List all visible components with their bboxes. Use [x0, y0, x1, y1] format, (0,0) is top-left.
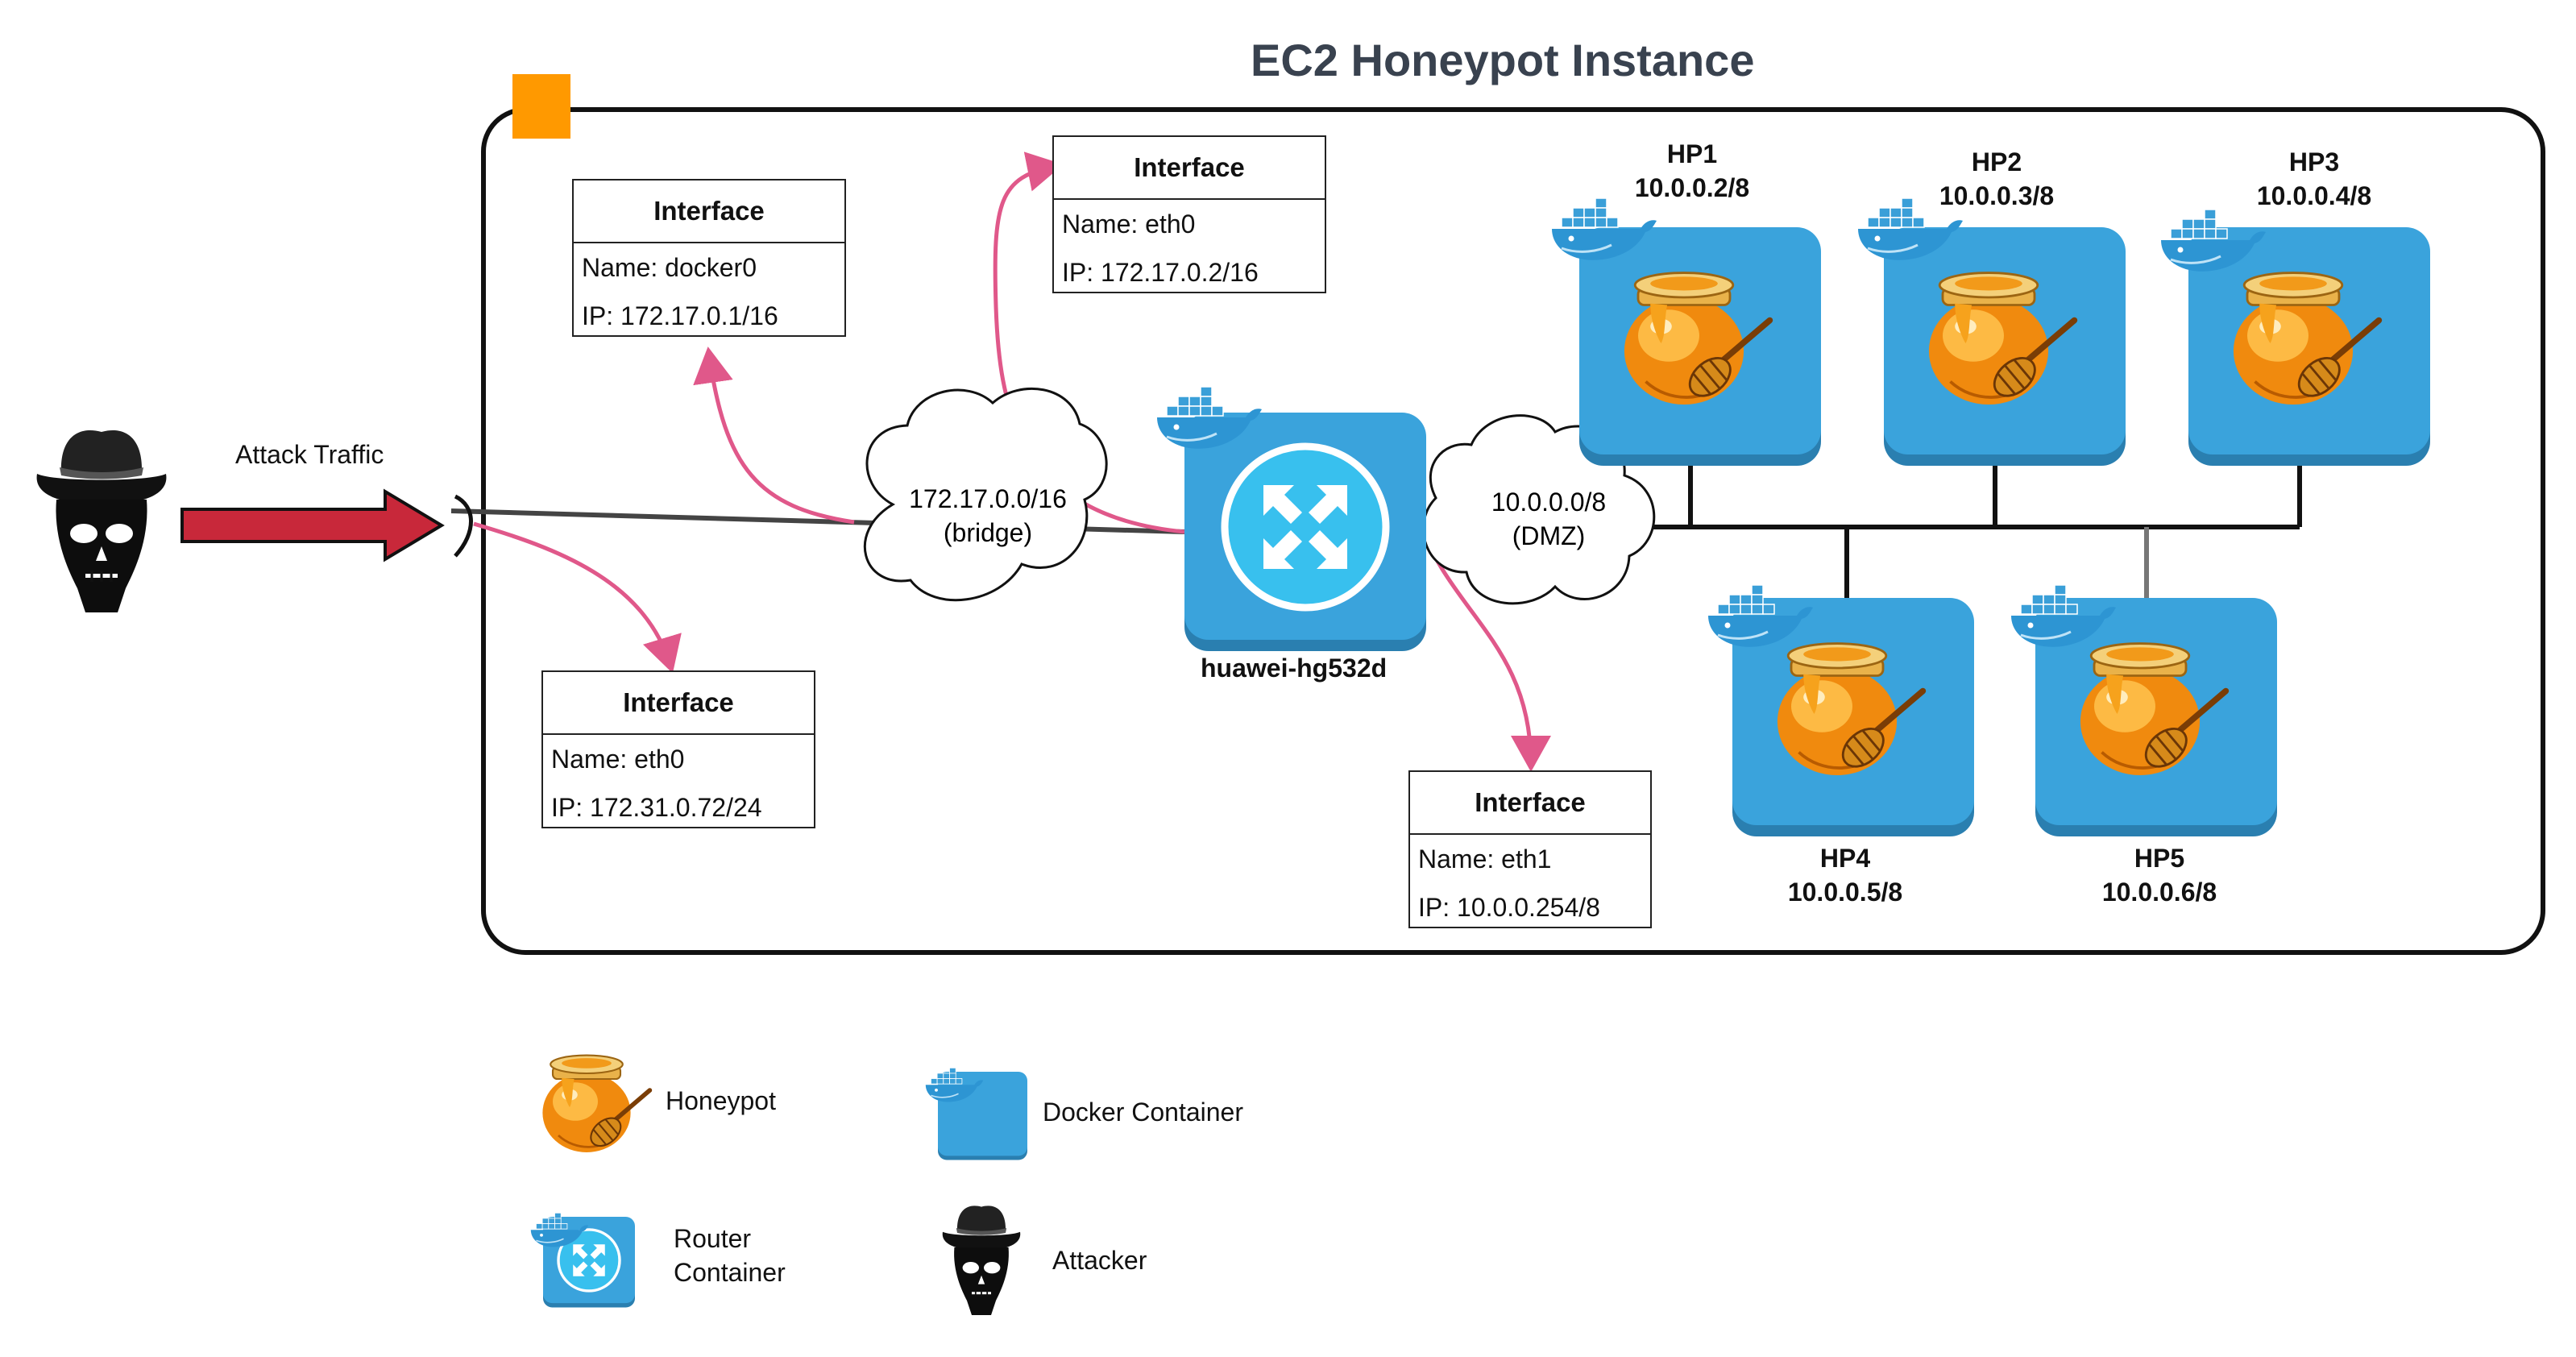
interface-host-eth0-box: Interface Name: eth0 IP: 172.31.0.72/24 — [541, 670, 815, 828]
interface-ip: IP: 10.0.0.254/8 — [1418, 893, 1600, 922]
diagram-title: EC2 Honeypot Instance — [1251, 35, 1755, 85]
hp2-name: HP2 — [1971, 147, 2022, 176]
legend-honeypot-label: Honeypot — [666, 1086, 776, 1115]
hp4-label: HP4 10.0.0.5/8 — [1773, 841, 1918, 909]
hp1-label: HP1 10.0.0.2/8 — [1620, 137, 1765, 205]
interface-header: Interface — [1410, 772, 1650, 835]
interface-router-eth1-box: Interface Name: eth1 IP: 10.0.0.254/8 — [1408, 770, 1652, 928]
hp4-ip: 10.0.0.5/8 — [1787, 878, 1903, 907]
hp3-name: HP3 — [2288, 147, 2340, 176]
interface-ip: IP: 172.31.0.72/24 — [551, 793, 762, 822]
hp2-ip: 10.0.0.3/8 — [1939, 181, 2055, 210]
interface-name: Name: eth1 — [1418, 844, 1552, 874]
legend-attacker-icon — [941, 1205, 1022, 1316]
attacker-icon — [35, 429, 168, 614]
hp1-container — [1579, 227, 1821, 466]
hp3-ip: 10.0.0.4/8 — [2256, 181, 2372, 210]
legend-honeypot-icon — [542, 1056, 649, 1152]
legend-router-line1: Router — [674, 1224, 752, 1253]
hp3-label: HP3 10.0.0.4/8 — [2242, 145, 2387, 213]
instance-marker-icon — [512, 74, 570, 139]
interface-docker0-box: Interface Name: docker0 IP: 172.17.0.1/1… — [572, 179, 846, 337]
hp4-name: HP4 — [1819, 844, 1871, 873]
interface-header: Interface — [574, 181, 844, 243]
hp5-ip: 10.0.0.6/8 — [2101, 878, 2217, 907]
legend-router-line2: Container — [674, 1258, 786, 1287]
router-icon — [1221, 442, 1390, 612]
interface-name: Name: eth0 — [551, 745, 685, 774]
hp5-label: HP5 10.0.0.6/8 — [2087, 841, 2232, 909]
legend-router-container-icon — [543, 1217, 635, 1308]
legend-docker-container-label: Docker Container — [1043, 1098, 1243, 1127]
hp1-ip: 10.0.0.2/8 — [1634, 173, 1750, 202]
bridge-cloud-line1: 172.17.0.0/16 — [909, 484, 1067, 513]
router-name-label: huawei-hg532d — [1201, 654, 1388, 683]
dmz-cloud-line2: (DMZ) — [1512, 521, 1586, 550]
interface-router-eth0-box: Interface Name: eth0 IP: 172.17.0.2/16 — [1052, 135, 1326, 293]
attack-traffic-arrow — [180, 488, 445, 562]
hp5-name: HP5 — [2134, 844, 2185, 873]
interface-name: Name: eth0 — [1062, 210, 1196, 239]
interface-name: Name: docker0 — [582, 253, 757, 282]
host-interface-socket — [454, 494, 473, 558]
ec2-instance-boundary — [481, 107, 2545, 955]
interface-header: Interface — [543, 672, 814, 735]
bridge-network-cloud: 172.17.0.0/16 (bridge) — [863, 387, 1108, 602]
dmz-bus — [1652, 459, 2302, 598]
hp2-container — [1884, 227, 2126, 466]
router-container — [1184, 413, 1426, 651]
attack-traffic-label: Attack Traffic — [235, 440, 384, 469]
hp1-name: HP1 — [1666, 139, 1718, 168]
interface-ip: IP: 172.17.0.1/16 — [582, 301, 778, 330]
bridge-cloud-line2: (bridge) — [944, 518, 1032, 547]
legend-attacker-label: Attacker — [1052, 1246, 1147, 1275]
hp2-label: HP2 10.0.0.3/8 — [1924, 145, 2069, 213]
interface-ip: IP: 172.17.0.2/16 — [1062, 258, 1259, 287]
legend-router-label: Router Container — [674, 1222, 786, 1289]
interface-header: Interface — [1054, 137, 1325, 200]
dmz-cloud-line1: 10.0.0.0/8 — [1491, 488, 1606, 517]
